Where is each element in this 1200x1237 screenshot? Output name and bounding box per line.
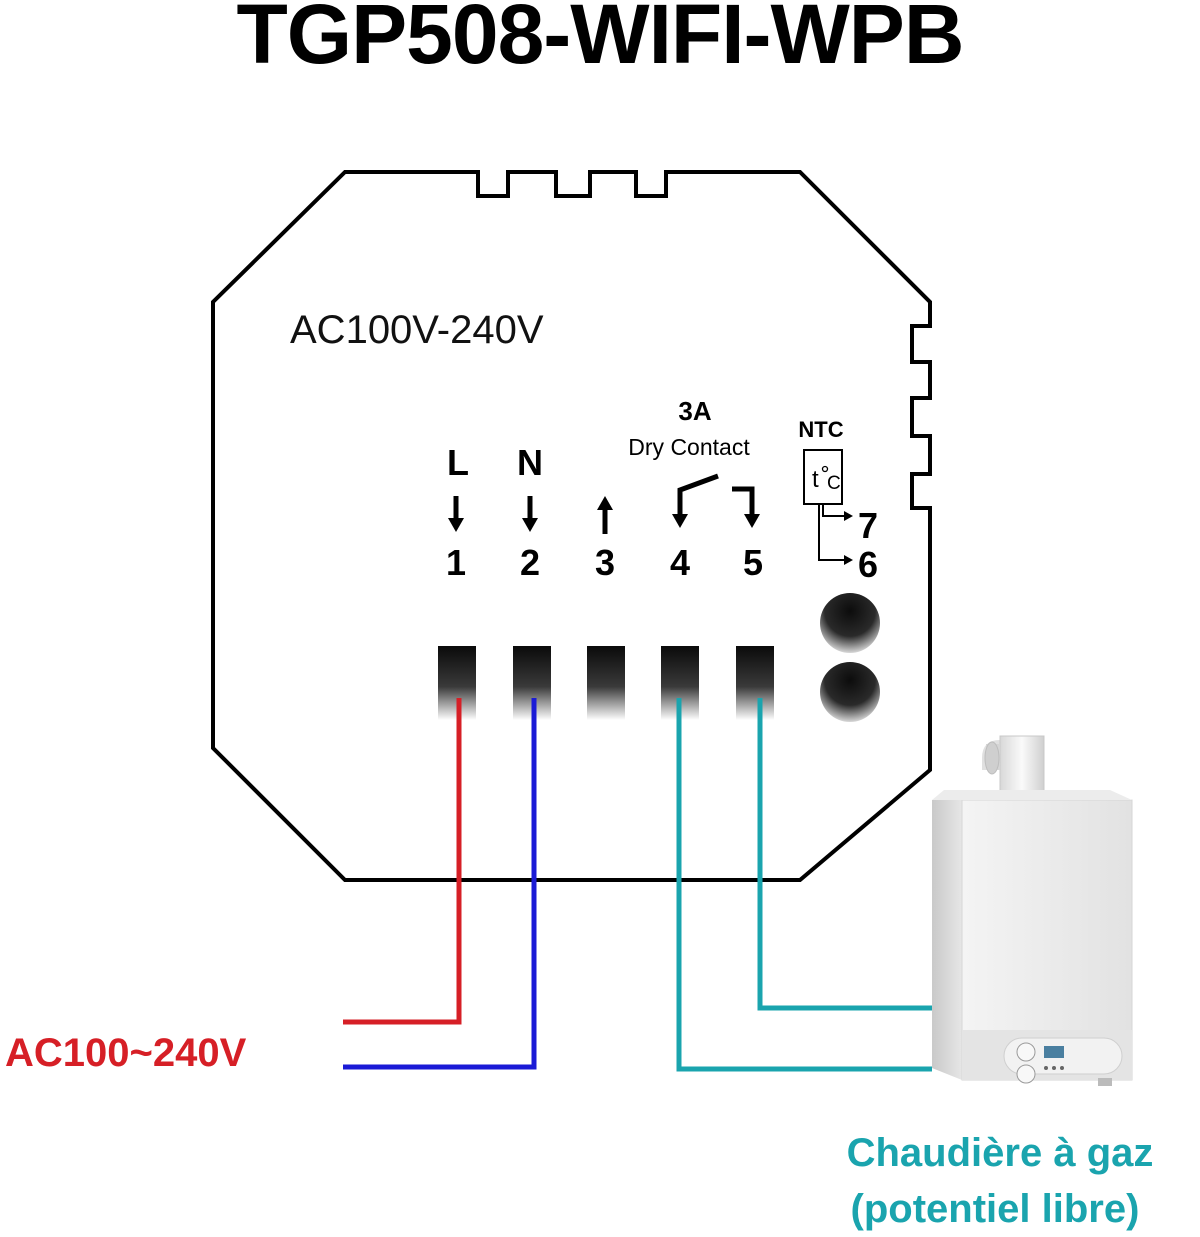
gas-boiler-illustration <box>932 735 1133 1086</box>
terminal-4-number: 4 <box>670 542 690 583</box>
terminal-5-arrow-icon <box>744 514 760 528</box>
terminal-4-arrow-icon <box>672 514 688 528</box>
relay-type-label: Dry Contact <box>628 434 750 460</box>
terminal-2-arrow-icon <box>522 496 538 532</box>
thermostat-housing-outline <box>211 170 932 882</box>
ntc-label: NTC <box>798 417 843 442</box>
live-wire <box>343 698 462 1025</box>
terminal-3-number: 3 <box>595 542 615 583</box>
terminal-1-arrow-icon <box>448 496 464 532</box>
terminal-7-number: 7 <box>858 505 878 546</box>
terminal-block-3 <box>587 646 625 720</box>
terminal-1-number: 1 <box>446 542 466 583</box>
boiler-wire-terminal-5 <box>757 698 932 1011</box>
terminal-2-number: 2 <box>520 542 540 583</box>
terminal-5-number: 5 <box>743 542 763 583</box>
degree-icon <box>821 465 829 473</box>
screw-hole-lower <box>820 662 880 722</box>
neutral-wire <box>343 698 537 1070</box>
terminal-3-arrow-icon <box>597 496 613 534</box>
diagram-title: TGP508-WIFI-WPB <box>236 0 963 81</box>
terminal-2-letter: N <box>517 442 543 483</box>
terminal-7-arrow-icon <box>844 511 853 521</box>
relay-contact-icon <box>677 473 755 516</box>
terminal-1-letter: L <box>447 442 469 483</box>
relay-current-label: 3A <box>678 396 711 426</box>
ntc-sensor-unit: C <box>827 473 841 494</box>
boiler-label-line-1: Chaudière à gaz <box>847 1131 1154 1175</box>
terminal-6-arrow-icon <box>844 555 853 565</box>
ntc-connection-lines <box>818 504 846 561</box>
ntc-sensor-symbol: t <box>812 466 819 493</box>
power-supply-label: AC100~240V <box>5 1031 247 1075</box>
screw-hole-upper <box>820 593 880 653</box>
boiler-label-line-2: (potentiel libre) <box>851 1187 1140 1231</box>
terminal-6-number: 6 <box>858 544 878 585</box>
terminal-block-5 <box>736 646 774 720</box>
voltage-rating-label: AC100V-240V <box>290 308 544 352</box>
boiler-wire-terminal-4 <box>676 698 932 1072</box>
